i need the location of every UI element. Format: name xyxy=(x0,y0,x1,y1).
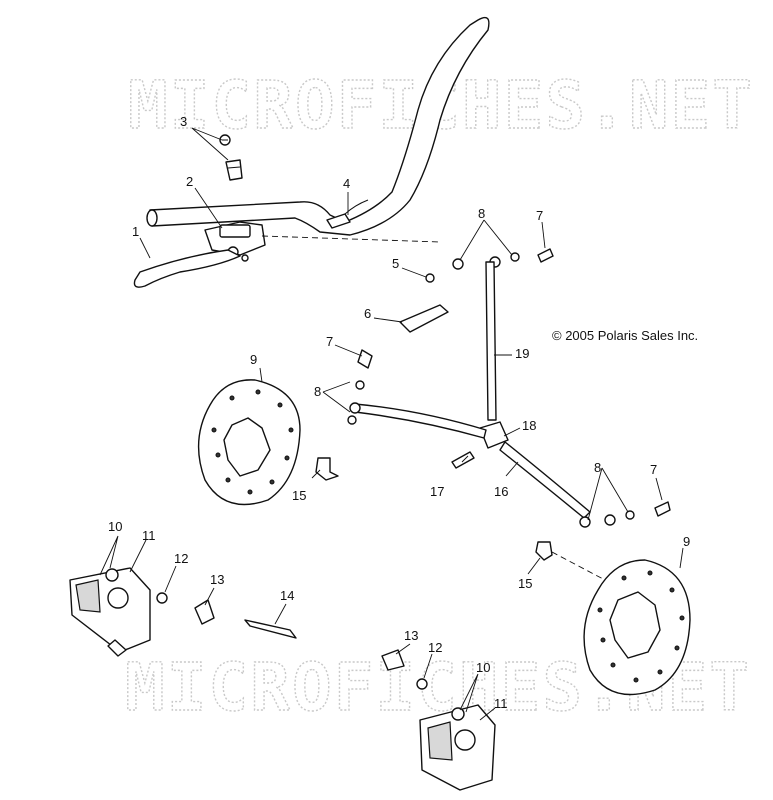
callout-2: 2 xyxy=(186,174,193,189)
brake-switch xyxy=(326,199,369,229)
bolt-17 xyxy=(451,451,475,469)
clamp-screw xyxy=(219,134,231,146)
caliper-left xyxy=(69,567,151,657)
callout-7-left: 7 xyxy=(326,334,333,349)
callout-11-left: 11 xyxy=(142,528,156,543)
right-banjo-assembly xyxy=(579,501,671,528)
callout-18: 18 xyxy=(522,418,536,433)
callout-4: 4 xyxy=(343,176,350,191)
bleeder-cap-right xyxy=(416,678,428,690)
callout-8-left: 8 xyxy=(314,384,321,399)
callout-10-left: 10 xyxy=(108,519,122,534)
callout-10-right: 10 xyxy=(476,660,490,675)
callout-12-right: 12 xyxy=(428,640,442,655)
hose-bracket xyxy=(399,304,449,333)
callout-9-right: 9 xyxy=(683,534,690,549)
disc-bolt-right xyxy=(535,541,553,561)
screw-5 xyxy=(425,273,435,283)
callout-17: 17 xyxy=(430,484,444,499)
disc-bolt-left xyxy=(315,457,339,481)
callout-15-left: 15 xyxy=(292,488,306,503)
caliper-right xyxy=(419,704,496,791)
callout-15-right: 15 xyxy=(518,576,532,591)
callout-13-right: 13 xyxy=(404,628,418,643)
hose-19 xyxy=(485,261,497,421)
hose-routing-line-top xyxy=(261,235,441,243)
callout-8-upper: 8 xyxy=(478,206,485,221)
callout-11-right: 11 xyxy=(494,696,508,711)
callout-3: 3 xyxy=(180,114,187,129)
clamp-bracket xyxy=(225,159,243,181)
bleeder-cap-left xyxy=(156,592,168,604)
leader-lines xyxy=(99,127,684,721)
bleeder-screw-left xyxy=(194,599,215,625)
brake-disc-right xyxy=(583,559,691,696)
upper-banjo-assembly xyxy=(452,248,554,270)
disc-bolt-right-line xyxy=(551,551,606,581)
callout-14: 14 xyxy=(280,588,294,603)
brake-disc-left xyxy=(197,379,301,506)
callout-19: 19 xyxy=(515,346,529,361)
tee-fitting xyxy=(479,421,509,449)
left-banjo-assembly xyxy=(347,349,373,425)
callouts: 1 2 3 4 5 6 7 8 7 8 19 18 17 16 8 7 9 9 … xyxy=(108,114,690,711)
bleeder-screw-right xyxy=(381,649,405,671)
hose-16 xyxy=(499,441,591,519)
callout-7-upper: 7 xyxy=(536,208,543,223)
brake-lever xyxy=(133,249,241,288)
callout-7-right: 7 xyxy=(650,462,657,477)
hose-left xyxy=(354,403,487,439)
callout-5: 5 xyxy=(392,256,399,271)
handlebar xyxy=(146,16,490,236)
copyright-notice: © 2005 Polaris Sales Inc. xyxy=(552,328,698,343)
callout-12-left: 12 xyxy=(174,551,188,566)
callout-6: 6 xyxy=(364,306,371,321)
callout-13-left: 13 xyxy=(210,572,224,587)
callout-16: 16 xyxy=(494,484,508,499)
pad-retainer-14 xyxy=(244,619,297,639)
callout-1: 1 xyxy=(132,224,139,239)
callout-9-left: 9 xyxy=(250,352,257,367)
callout-8-right: 8 xyxy=(594,460,601,475)
